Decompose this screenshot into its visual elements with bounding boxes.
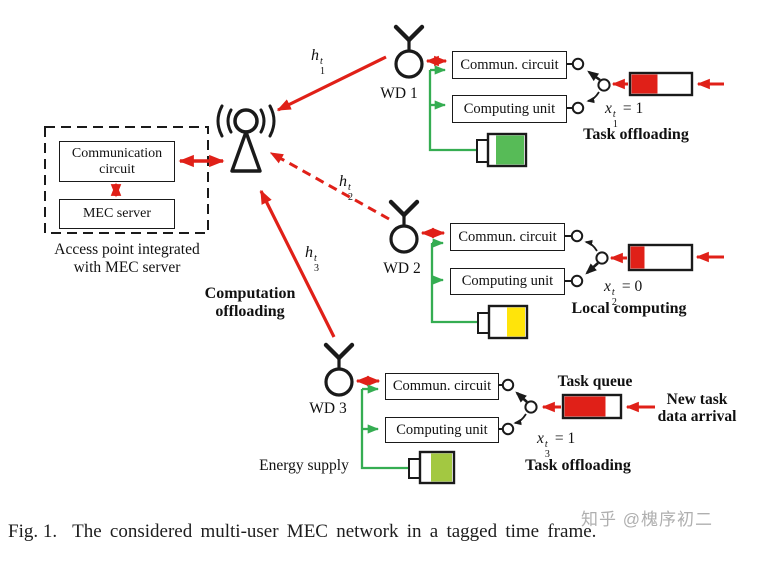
wd2-mode-label: Local computing xyxy=(571,300,687,317)
wd3-switch-pivot xyxy=(524,400,538,414)
ap-communication-circuit-box: Communication circuit xyxy=(59,141,175,182)
computation-offloading-label: Computation offloading xyxy=(185,285,315,322)
access-point-dashed-box xyxy=(44,126,209,234)
wd1-name: WD 1 xyxy=(380,85,418,102)
figure-number: Fig. 1. xyxy=(8,521,58,542)
watermark: 知乎 @槐序初二 xyxy=(581,510,713,529)
computation-offloading-line1: Computation xyxy=(204,285,296,302)
wd2-switch-pivot xyxy=(595,251,609,265)
wd1-energy-line xyxy=(428,70,477,152)
ap-caption: Access point integrated with MEC server xyxy=(33,241,221,277)
ap-caption-line2: with MEC server xyxy=(73,258,181,276)
wd3-upper-port xyxy=(501,378,515,392)
ap-caption-line1: Access point integrated xyxy=(54,241,200,258)
wd2-commun-circuit-label: Commun. circuit xyxy=(458,228,557,245)
wd1-task-queue xyxy=(628,71,694,97)
wd3-antenna-icon xyxy=(323,342,355,397)
wd3-battery-icon xyxy=(408,450,456,485)
channel-h1-arrow xyxy=(276,55,387,112)
channel-h2-arrow xyxy=(269,151,390,221)
wd3-mode-label: Task offloading xyxy=(525,457,631,474)
base-station-antenna-icon xyxy=(216,104,276,173)
wd3-task-queue xyxy=(561,393,623,420)
wd2-energy-line xyxy=(430,243,478,324)
wd1-commun-circuit-label: Commun. circuit xyxy=(460,56,559,73)
new-task-line2: data arrival xyxy=(657,408,737,426)
wd1-switch-lever xyxy=(587,70,601,82)
wd1-switch-toggle-arc xyxy=(586,91,600,104)
wd3-energy-line xyxy=(360,389,409,470)
wd3-switch-toggle-arc xyxy=(513,413,527,426)
wd2-switch-toggle-arc xyxy=(584,239,598,252)
wd3-name: WD 3 xyxy=(309,400,347,417)
wd3-computing-unit-label: Computing unit xyxy=(396,421,488,438)
ap-communication-circuit-label: Communication circuit xyxy=(71,145,163,177)
wd1-lower-port xyxy=(571,101,585,115)
wd2-name: WD 2 xyxy=(383,260,421,277)
wd3-computing-unit-box: Computing unit xyxy=(385,417,499,443)
wd3-commun-circuit-label: Commun. circuit xyxy=(392,378,492,395)
figure-caption: Fig. 1. The considered multi-user MEC net… xyxy=(8,521,766,543)
wd3-commun-circuit-box: Commun. circuit xyxy=(385,373,499,400)
wd2-switch-lever xyxy=(585,262,599,275)
task-queue-label: Task queue xyxy=(557,373,633,390)
energy-supply-label: Energy supply xyxy=(259,457,349,474)
wd1-computing-unit-label: Computing unit xyxy=(463,100,556,117)
channel-h3-arrow xyxy=(259,189,336,338)
wd2-computing-unit-label: Computing unit xyxy=(461,273,554,290)
ap-mec-server-label: MEC server xyxy=(82,206,152,222)
wd2-lower-port xyxy=(570,274,584,288)
ap-mec-server-box: MEC server xyxy=(59,199,175,229)
figure-caption-text: The considered multi-user MEC network in… xyxy=(72,521,597,542)
wd3-switch-lever xyxy=(515,391,528,403)
wd1-commun-circuit-box: Commun. circuit xyxy=(452,51,567,79)
wd2-upper-port xyxy=(570,229,584,243)
computation-offloading-line2: offloading xyxy=(215,303,285,321)
wd2-computing-unit-box: Computing unit xyxy=(450,268,565,295)
wd1-mode-label: Task offloading xyxy=(583,126,689,143)
wd2-commun-circuit-box: Commun. circuit xyxy=(450,223,565,251)
wd1-battery-icon xyxy=(476,132,528,168)
new-task-arrival-label: New task data arrival xyxy=(653,391,741,425)
new-task-line1: New task xyxy=(666,391,728,408)
wd2-battery-icon xyxy=(477,304,529,340)
wd1-switch-pivot xyxy=(597,78,611,92)
wd1-computing-unit-box: Computing unit xyxy=(452,95,567,123)
wd1-upper-port xyxy=(571,57,585,71)
wd3-lower-port xyxy=(501,422,515,436)
wd1-antenna-icon xyxy=(393,24,425,79)
wd2-antenna-icon xyxy=(388,199,420,254)
wd2-task-queue xyxy=(627,243,694,272)
